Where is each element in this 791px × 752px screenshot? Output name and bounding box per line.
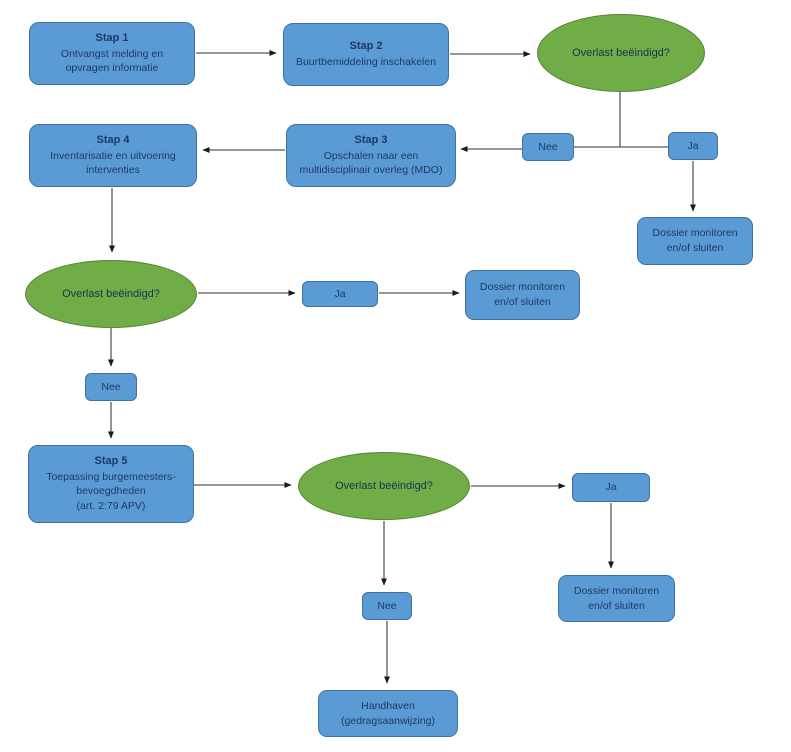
handhaven-label: Handhaven (gedragsaanwijzing) <box>341 699 435 727</box>
decision-3-label: Overlast beëindigd? <box>335 480 433 492</box>
step-3-title: Stap 3 <box>354 134 388 147</box>
decision-1-ellipse: Overlast beëindigd? <box>537 14 705 92</box>
step-3-box: Stap 3 Opschalen naar een multidisciplin… <box>286 124 456 187</box>
ja-1-label: Ja <box>687 139 699 152</box>
decision-2-label: Overlast beëindigd? <box>62 288 160 300</box>
decision-3-ellipse: Overlast beëindigd? <box>298 452 470 520</box>
decision-1-label: Overlast beëindigd? <box>572 47 670 59</box>
step-1-box: Stap 1 Ontvangst melding en opvragen inf… <box>29 22 195 85</box>
step-2-box: Stap 2 Buurtbemiddeling inschakelen <box>283 23 449 86</box>
dossier-2-box: Dossier monitoren en/of sluiten <box>465 270 580 320</box>
dossier-1-label: Dossier monitoren en/of sluiten <box>652 227 738 254</box>
dossier-2-label: Dossier monitoren en/of sluiten <box>479 281 566 308</box>
step-4-box: Stap 4 Inventarisatie en uitvoering inte… <box>29 124 197 187</box>
step-5-body: Toepassing burgemeesters- bevoegdheden (… <box>46 470 176 513</box>
step-4-title: Stap 4 <box>96 134 130 147</box>
nee-2-box: Nee <box>85 373 137 401</box>
nee-3-label: Nee <box>377 599 397 612</box>
step-3-body: Opschalen naar een multidisciplinair ove… <box>299 149 443 177</box>
nee-1-label: Nee <box>538 140 558 153</box>
step-2-title: Stap 2 <box>349 40 383 53</box>
ja-2-box: Ja <box>302 281 378 307</box>
dossier-1-box: Dossier monitoren en/of sluiten <box>637 217 753 265</box>
ja-3-label: Ja <box>605 481 617 494</box>
step-1-title: Stap 1 <box>95 32 129 45</box>
ja-1-box: Ja <box>668 132 718 160</box>
nee-3-box: Nee <box>362 592 412 620</box>
dossier-3-box: Dossier monitoren en/of sluiten <box>558 575 675 622</box>
nee-2-label: Nee <box>101 380 121 393</box>
decision-2-ellipse: Overlast beëindigd? <box>25 260 197 328</box>
ja-3-box: Ja <box>572 473 650 502</box>
step-5-title: Stap 5 <box>94 455 128 468</box>
nee-1-box: Nee <box>522 133 574 161</box>
step-2-body: Buurtbemiddeling inschakelen <box>295 55 437 68</box>
step-4-body: Inventarisatie en uitvoering interventie… <box>50 149 176 177</box>
step-1-body: Ontvangst melding en opvragen informatie <box>60 47 164 75</box>
handhaven-box: Handhaven (gedragsaanwijzing) <box>318 690 458 737</box>
step-5-box: Stap 5 Toepassing burgemeesters- bevoegd… <box>28 445 194 523</box>
ja-2-label: Ja <box>334 287 346 300</box>
dossier-3-label: Dossier monitoren en/of sluiten <box>573 584 660 612</box>
